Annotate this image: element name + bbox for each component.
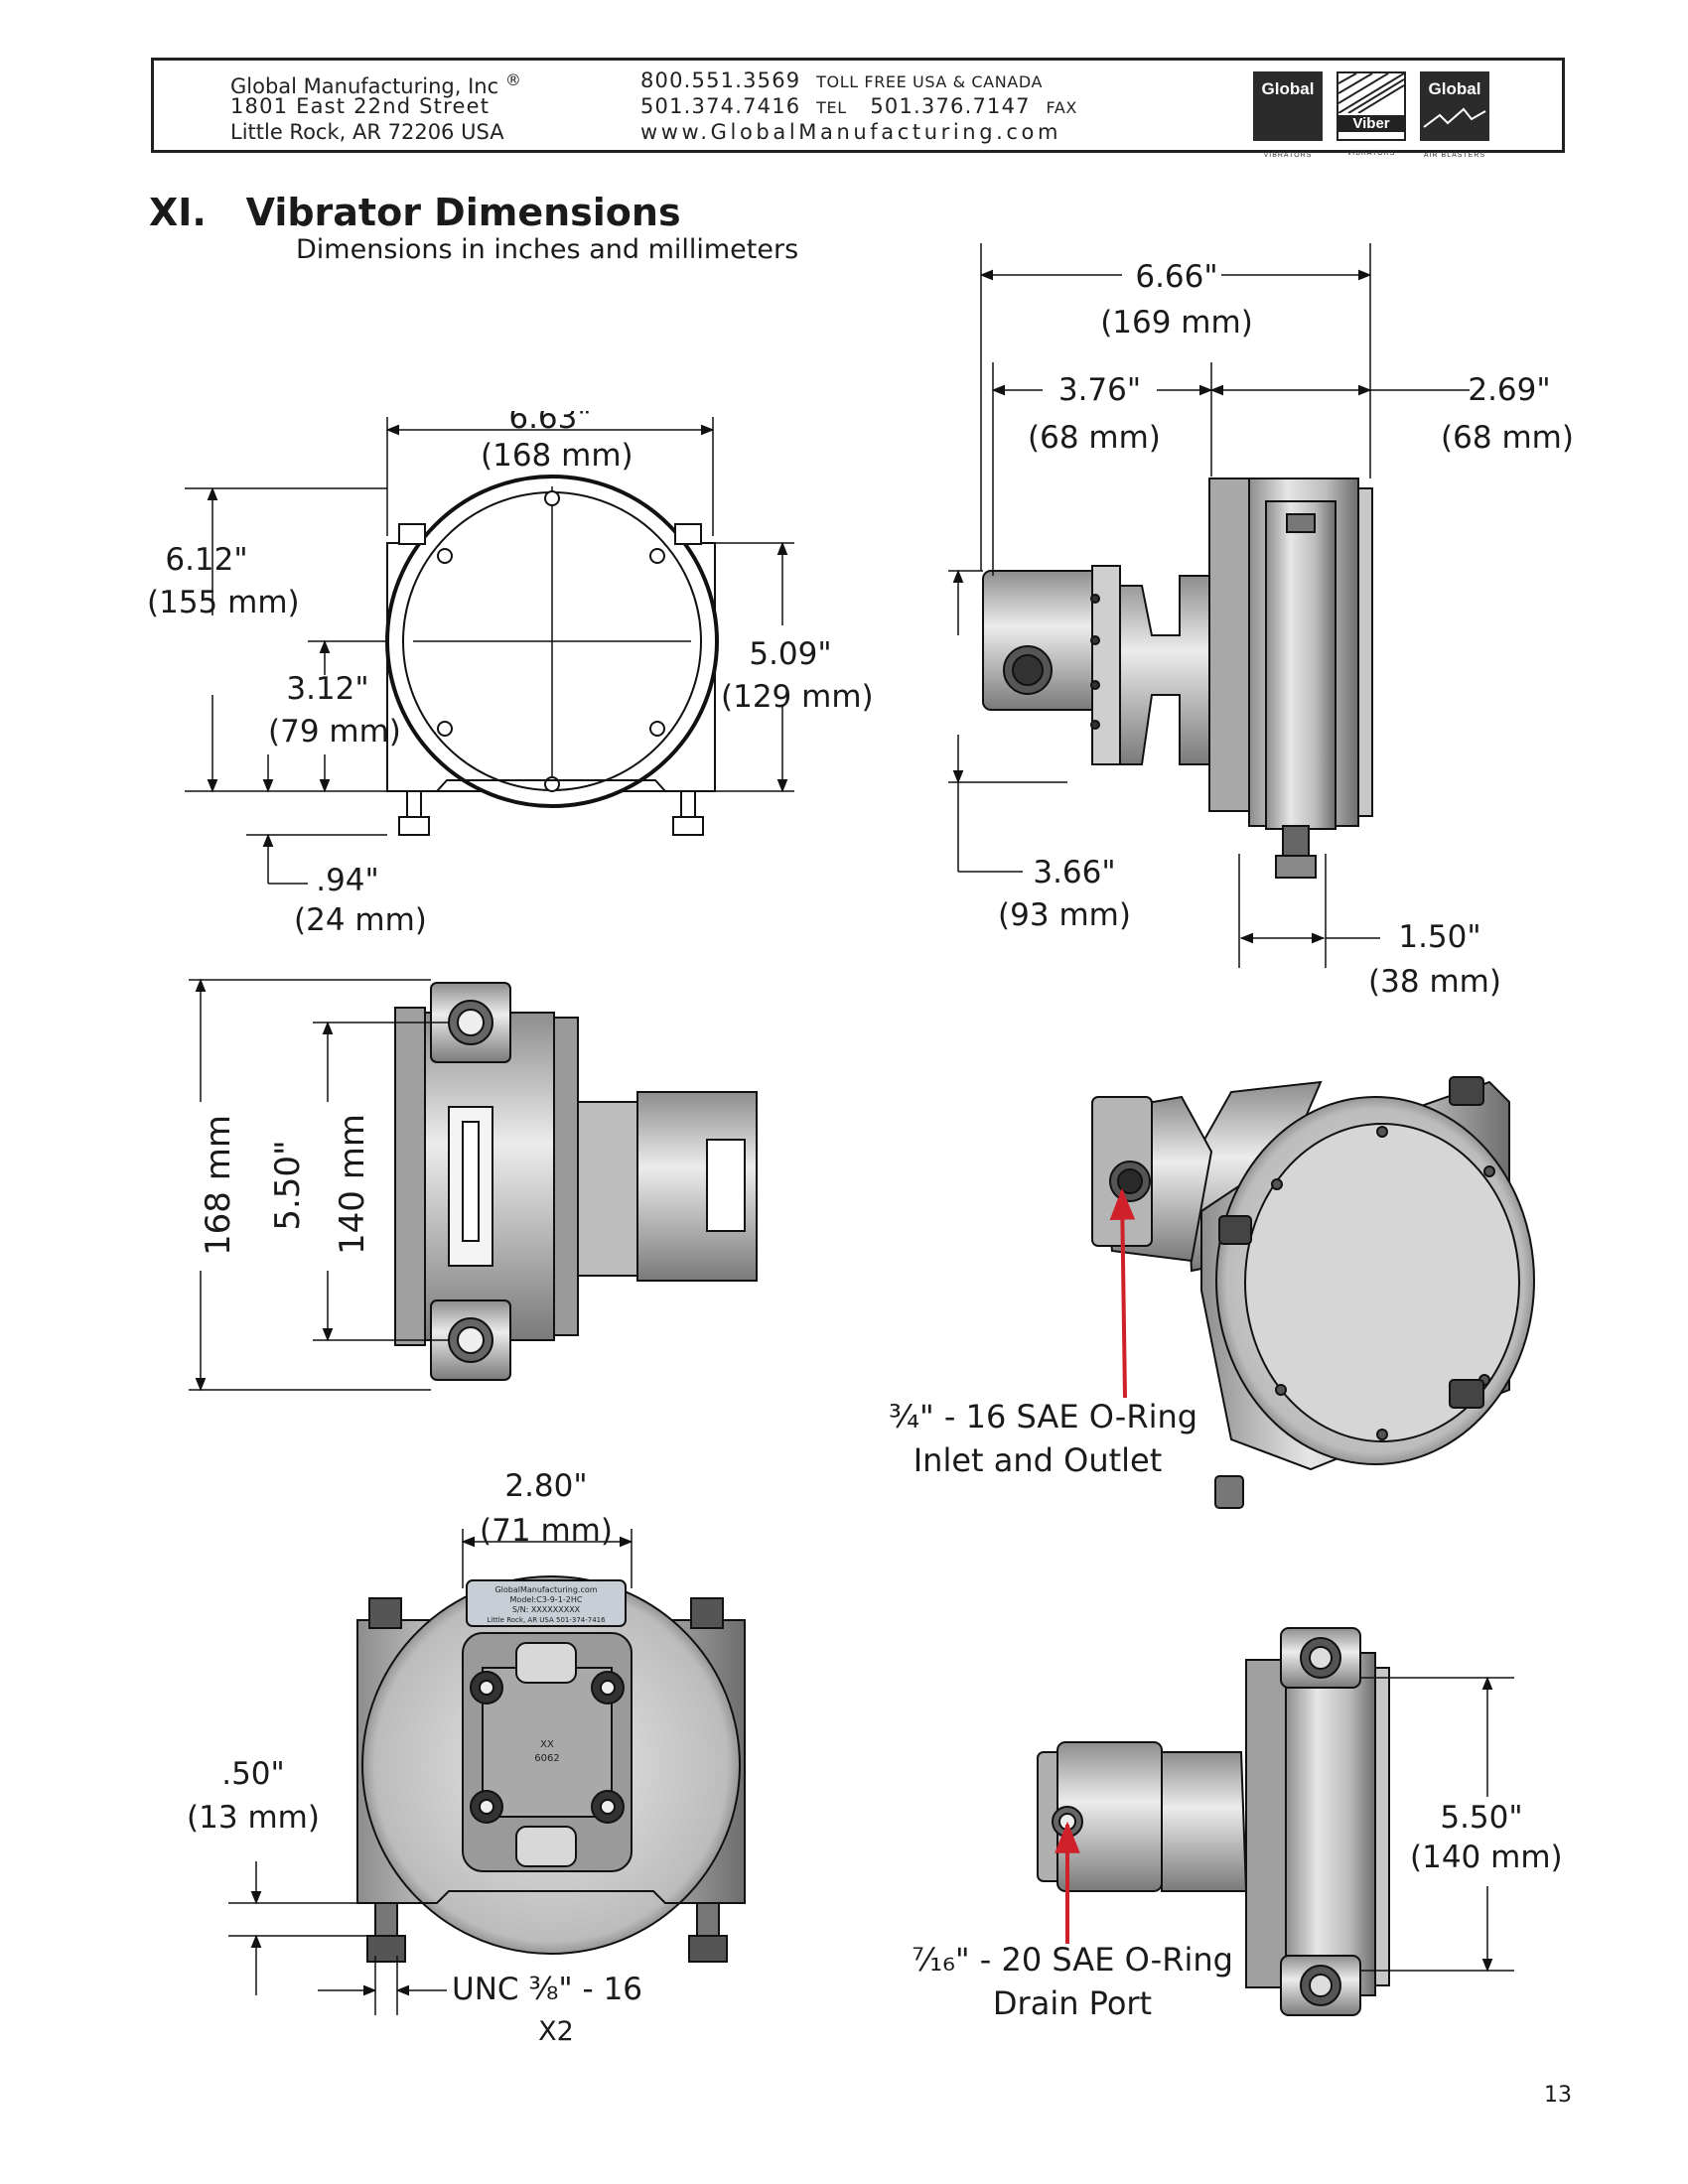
svg-text:S/N: XXXXXXXXX: S/N: XXXXXXXXX bbox=[512, 1605, 581, 1614]
side-foot-mm: (38 mm) bbox=[1368, 964, 1501, 1000]
rear-view-dimensions bbox=[228, 1529, 633, 2015]
inlet-callout-arrow bbox=[1109, 1187, 1136, 1399]
top-view-dimensions bbox=[189, 978, 449, 1392]
rear-width-inch: 2.80" bbox=[504, 1468, 588, 1504]
front-bolt-inch: .94" bbox=[316, 863, 379, 898]
side-view-dimensions bbox=[948, 243, 1470, 968]
top-bolt-mm: 140 mm bbox=[333, 1114, 372, 1255]
global-air-blasters-logo: Global AIR BLASTERS bbox=[1420, 71, 1489, 159]
rear-bolt-spec: UNC ⅜" - 16 bbox=[452, 1972, 643, 2007]
tel-fax-line: 501.374.7416 TEL 501.376.7147 FAX bbox=[640, 94, 1077, 118]
side-housing-inch: 2.69" bbox=[1468, 372, 1551, 408]
rear-thread-inch: .50" bbox=[221, 1756, 285, 1792]
side-port-inch: 3.66" bbox=[1033, 855, 1116, 890]
side-port-mm: (93 mm) bbox=[998, 897, 1131, 933]
drain-view-drawing bbox=[1037, 1627, 1390, 2016]
company-name: Global Manufacturing, Inc ® bbox=[230, 70, 521, 98]
drain-height-mm: (140 mm) bbox=[1410, 1840, 1563, 1875]
front-view-drawing bbox=[385, 475, 719, 836]
section-subtitle: Dimensions in inches and millimeters bbox=[296, 234, 799, 265]
drain-callout-line1: ⁷⁄₁₆" - 20 SAE O-Ring bbox=[912, 1941, 1233, 1979]
side-motor-mm: (68 mm) bbox=[1028, 420, 1161, 456]
rear-thread-mm: (13 mm) bbox=[187, 1800, 320, 1836]
top-view-drawing bbox=[394, 982, 758, 1381]
side-overall-mm: (169 mm) bbox=[1100, 305, 1253, 341]
side-overall-inch: 6.66" bbox=[1135, 259, 1218, 295]
side-view-drawing bbox=[982, 478, 1373, 879]
front-height-mm: (155 mm) bbox=[147, 585, 300, 620]
isometric-view-drawing bbox=[1091, 1076, 1535, 1509]
inlet-callout-line2: Inlet and Outlet bbox=[913, 1441, 1163, 1479]
svg-text:GlobalManufacturing.com: GlobalManufacturing.com bbox=[494, 1585, 597, 1594]
side-foot-inch: 1.50" bbox=[1398, 919, 1481, 955]
air-blast-icon bbox=[1423, 107, 1486, 128]
rear-view-drawing bbox=[356, 1575, 746, 1963]
front-width-mm: (168 mm) bbox=[481, 438, 633, 474]
front-body-inch: 5.09" bbox=[749, 636, 832, 672]
front-center-mm: (79 mm) bbox=[268, 714, 401, 750]
svg-text:Model:C3-9-1-2HC: Model:C3-9-1-2HC bbox=[510, 1595, 583, 1604]
front-bolt-mm: (24 mm) bbox=[294, 902, 427, 938]
viber-vibrators-logo: Viber VIBRATORS bbox=[1336, 71, 1406, 157]
website-link[interactable]: www.GlobalManufacturing.com bbox=[640, 120, 1062, 144]
front-body-mm: (129 mm) bbox=[721, 679, 874, 715]
page-number: 13 bbox=[1544, 2083, 1572, 2108]
front-view-dimensions bbox=[185, 417, 794, 885]
top-overall-mm: 168 mm bbox=[199, 1115, 238, 1256]
drain-view-dimensions bbox=[1360, 1676, 1514, 1973]
side-housing-mm: (68 mm) bbox=[1441, 420, 1574, 456]
drain-callout-line2: Drain Port bbox=[992, 1984, 1153, 2022]
address-line-1: 1801 East 22nd Street bbox=[230, 94, 491, 118]
svg-text:6062: 6062 bbox=[534, 1753, 559, 1764]
section-title: XI. Vibrator Dimensions bbox=[149, 191, 681, 234]
inlet-outlet-callout: ¾" - 16 SAE O-Ring Inlet and Outlet bbox=[889, 1395, 1198, 1482]
front-width-inch: 6.63" bbox=[508, 400, 592, 436]
rear-view-label-plate: GlobalManufacturing.com Model:C3-9-1-2HC… bbox=[487, 1585, 606, 1764]
top-bolt-inch: 5.50" bbox=[268, 1140, 308, 1231]
svg-text:Little Rock, AR USA 501-374-74: Little Rock, AR USA 501-374-7416 bbox=[487, 1616, 606, 1624]
drain-port-callout: ⁷⁄₁₆" - 20 SAE O-Ring Drain Port bbox=[904, 1938, 1241, 2025]
svg-text:XX: XX bbox=[540, 1739, 554, 1750]
rear-width-mm: (71 mm) bbox=[480, 1513, 613, 1549]
letterhead-box bbox=[151, 58, 1565, 153]
address-line-2: Little Rock, AR 72206 USA bbox=[230, 120, 504, 144]
viber-rays-icon bbox=[1338, 73, 1404, 113]
inlet-callout-line1: ¾" - 16 SAE O-Ring bbox=[889, 1398, 1198, 1435]
drain-height-inch: 5.50" bbox=[1440, 1800, 1523, 1836]
rear-bolt-qty: X2 bbox=[538, 2016, 574, 2047]
side-motor-inch: 3.76" bbox=[1057, 372, 1142, 408]
front-center-inch: 3.12" bbox=[286, 671, 369, 707]
front-height-inch: 6.12" bbox=[165, 542, 248, 578]
toll-free-line: 800.551.3569 TOLL FREE USA & CANADA bbox=[640, 68, 1044, 92]
